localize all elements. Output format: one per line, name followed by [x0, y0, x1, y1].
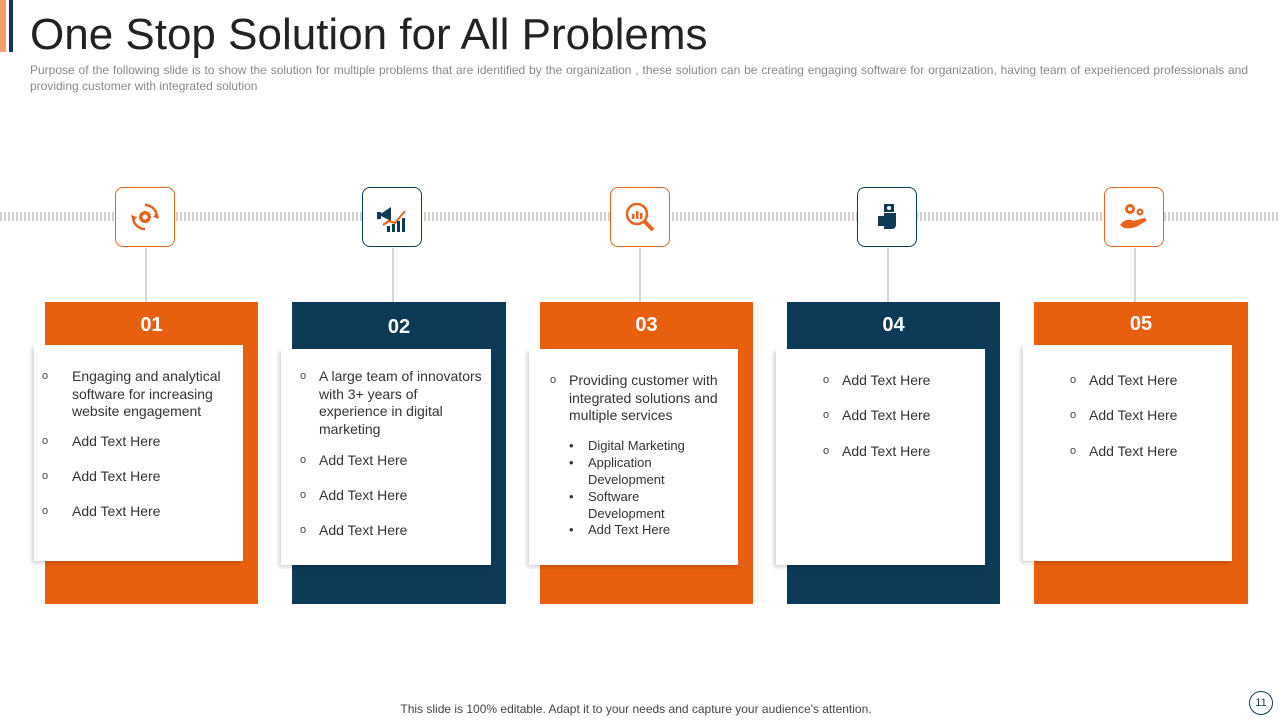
sub-list-item: •Add Text Here	[569, 522, 671, 537]
analytics-magnifier-icon	[610, 187, 670, 247]
connector-line	[392, 248, 394, 302]
slide-title: One Stop Solution for All Problems	[30, 10, 708, 59]
connector-line	[639, 248, 641, 302]
connector-line	[1134, 248, 1136, 302]
column-number: 01	[140, 314, 163, 336]
connector-line	[887, 248, 889, 302]
sub-list-item: •Software Development	[569, 489, 665, 521]
gear-cycle-icon	[115, 187, 175, 247]
hand-gear-icon	[1104, 187, 1164, 247]
sub-list-item: •Application Development	[569, 455, 665, 487]
column-number: 03	[635, 314, 658, 336]
hand-money-icon	[857, 187, 917, 247]
accent-bar-dark	[9, 0, 13, 52]
column-number: 04	[882, 314, 905, 336]
slide-subtitle: Purpose of the following slide is to sho…	[30, 63, 1248, 93]
accent-bar	[0, 0, 6, 52]
page-number-badge: 11	[1249, 691, 1273, 715]
sub-list-item: •Digital Marketing	[569, 438, 685, 453]
column-number: 05	[1129, 313, 1153, 335]
footer-note: This slide is 100% editable. Adapt it to…	[400, 702, 872, 716]
column-number: 02	[387, 316, 411, 338]
megaphone-growth-icon	[362, 187, 422, 247]
connector-line	[145, 248, 147, 302]
